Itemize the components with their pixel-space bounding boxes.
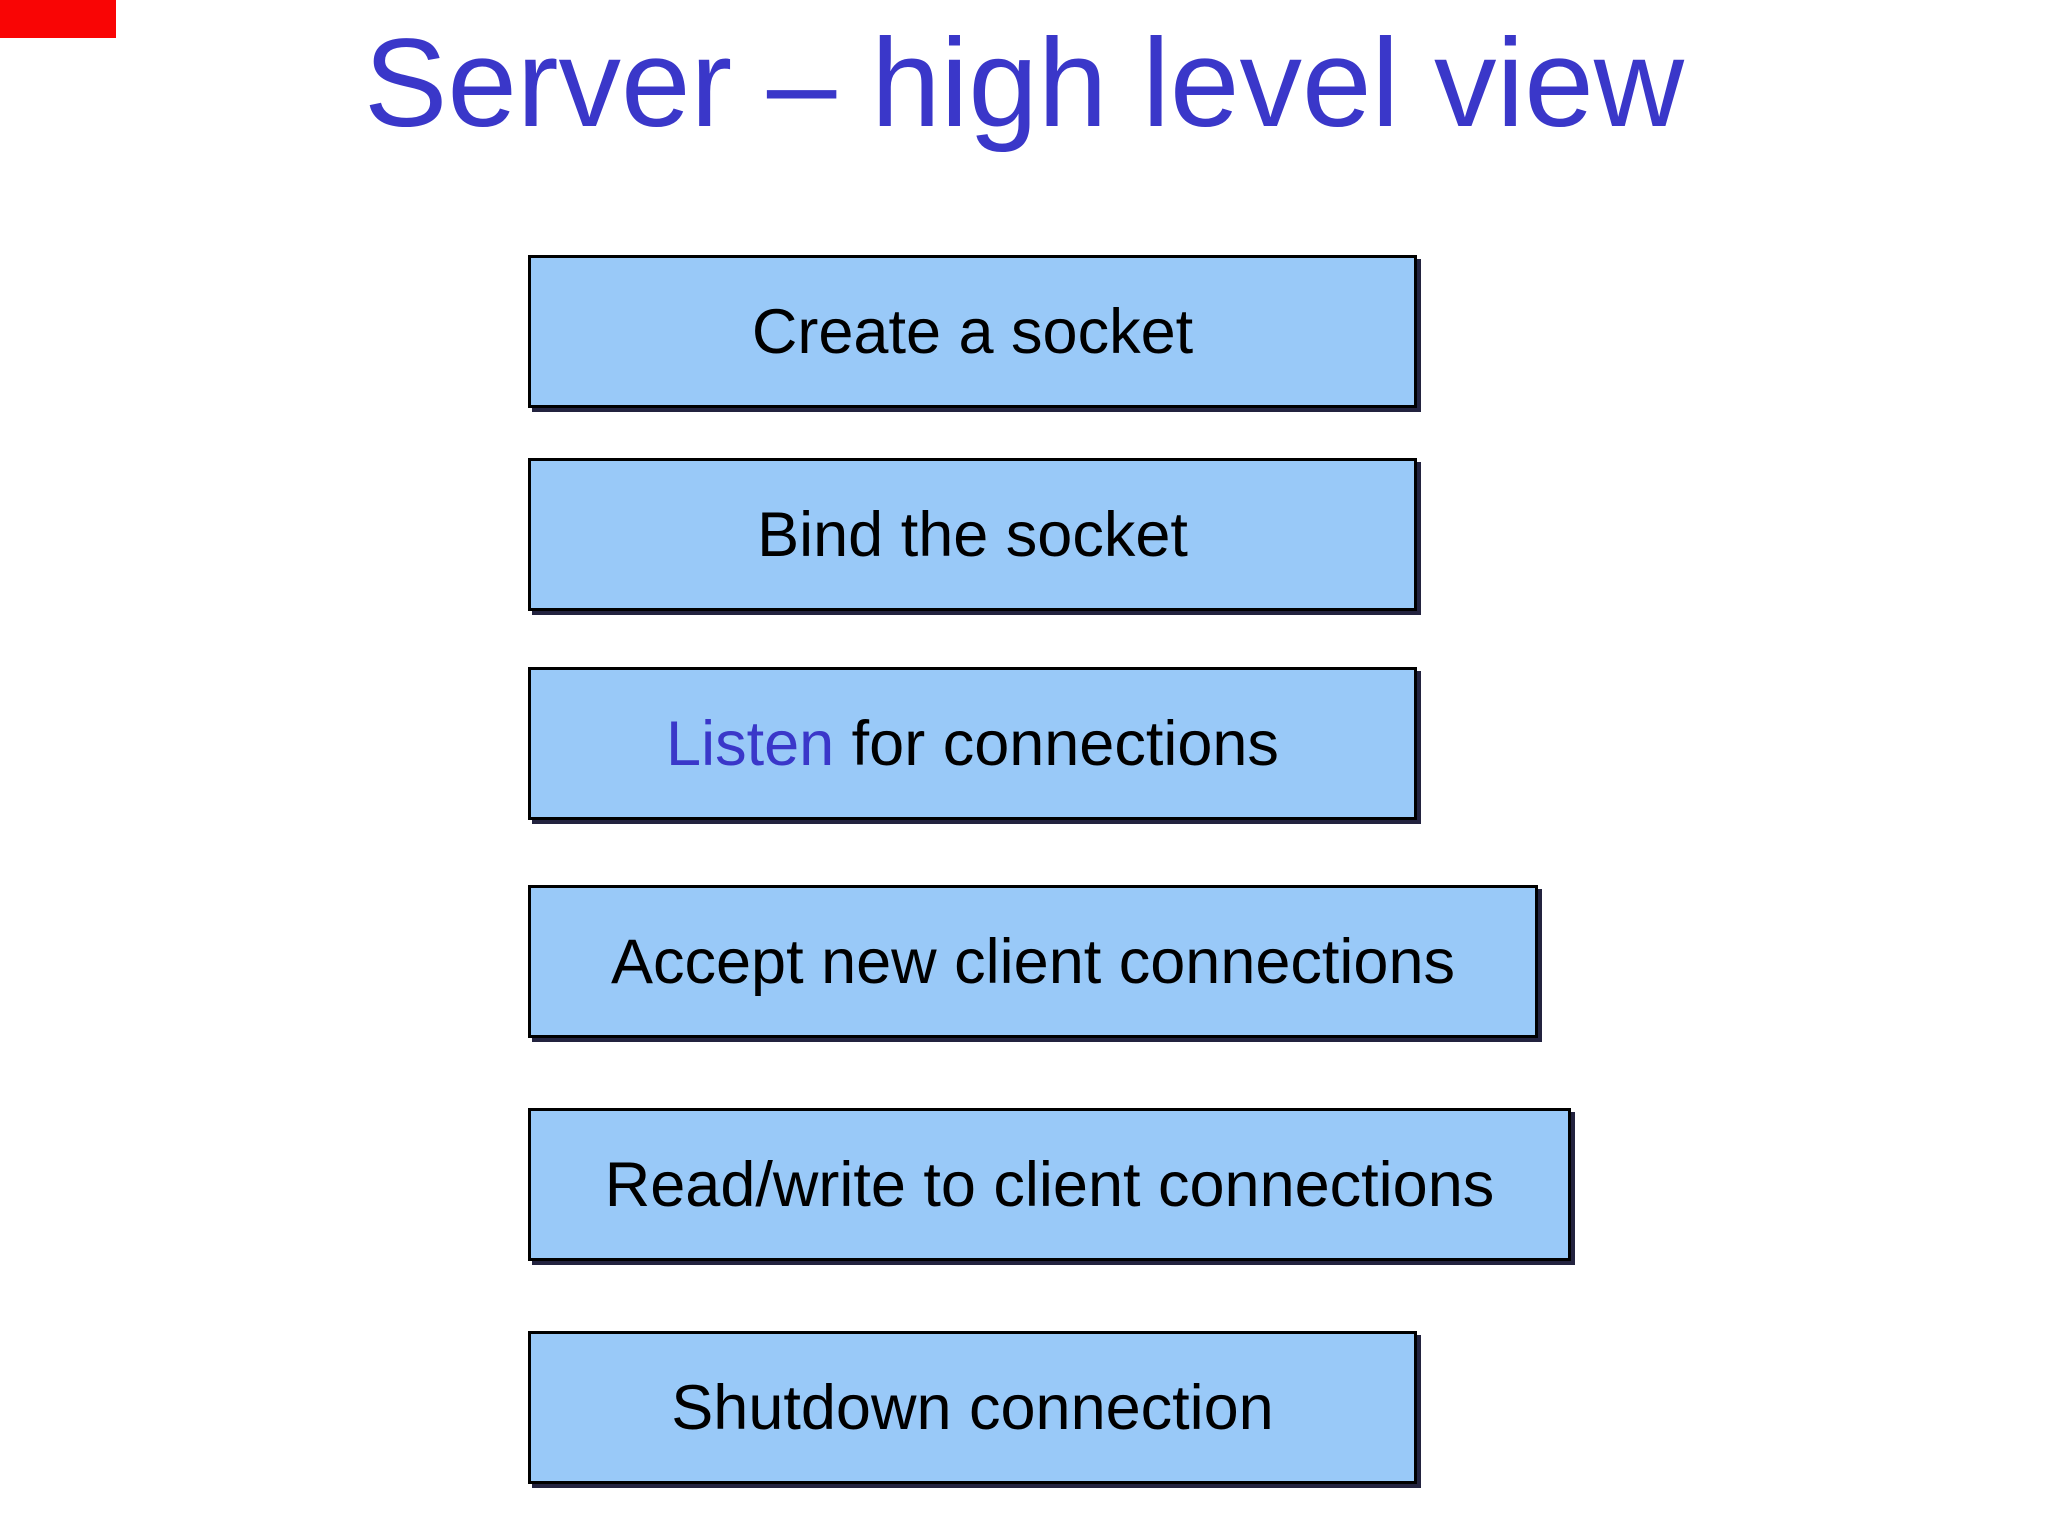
- flow-box-accept-connections: Accept new client connections: [528, 885, 1538, 1038]
- flow-box-shutdown: Shutdown connection: [528, 1331, 1417, 1484]
- flow-box-bind-socket: Bind the socket: [528, 458, 1417, 611]
- page-title: Server – high level view: [363, 14, 1685, 153]
- flow-box-create-socket: Create a socket: [528, 255, 1417, 408]
- recording-indicator: [0, 0, 116, 38]
- flow-box-listen: Listen for connections: [528, 667, 1417, 820]
- listen-rest-text: for connections: [834, 708, 1279, 779]
- flow-box-label: Listen for connections: [666, 708, 1279, 780]
- flow-box-label: Read/write to client connections: [604, 1149, 1495, 1220]
- flow-box-label: Shutdown connection: [671, 1372, 1274, 1443]
- flow-box-label: Accept new client connections: [611, 926, 1455, 997]
- flow-box-label: Create a socket: [751, 296, 1194, 367]
- listen-highlight-text: Listen: [666, 708, 835, 779]
- flow-box-read-write: Read/write to client connections: [528, 1108, 1571, 1261]
- flow-box-label: Bind the socket: [757, 499, 1188, 570]
